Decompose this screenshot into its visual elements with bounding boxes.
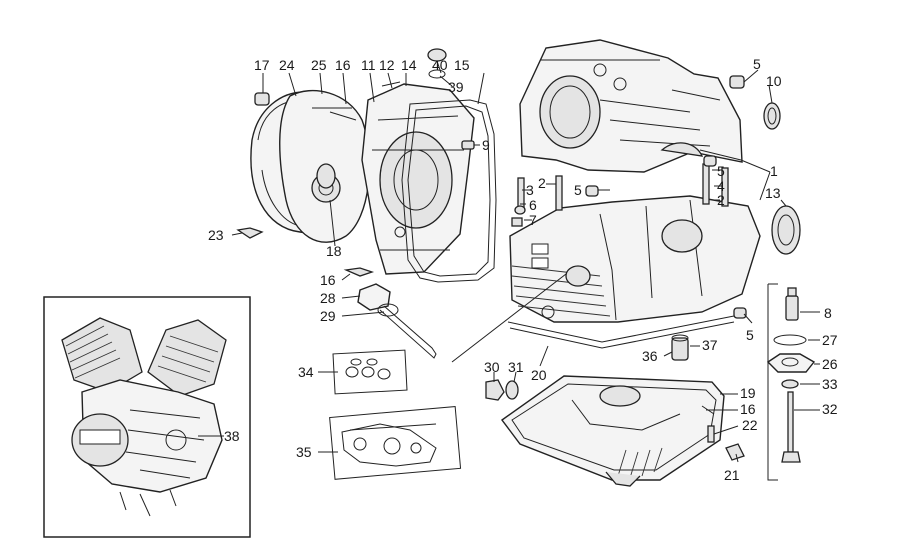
callout-8: 8 bbox=[824, 305, 832, 321]
callout-11: 11 bbox=[361, 57, 376, 73]
callout-15: 15 bbox=[454, 57, 470, 73]
callout-24: 24 bbox=[279, 57, 295, 73]
callout-4: 4 bbox=[717, 178, 725, 194]
callout-1: 1 bbox=[770, 163, 778, 179]
callout-5-top: 5 bbox=[753, 56, 761, 72]
callout-27: 27 bbox=[822, 332, 838, 348]
oil-filter-group: 8 27 26 33 32 bbox=[766, 283, 838, 481]
callout-10: 10 bbox=[766, 73, 782, 89]
callout-12: 12 bbox=[379, 57, 395, 73]
oil-filler-group: 16 28 29 bbox=[320, 267, 567, 363]
callout-5-right: 5 bbox=[717, 163, 725, 179]
callout-2-left: 2 bbox=[538, 175, 546, 191]
callout-36: 36 bbox=[642, 348, 658, 364]
callout-5-low: 5 bbox=[746, 327, 754, 343]
callout-32: 32 bbox=[822, 401, 838, 417]
callout-39: 39 bbox=[448, 79, 464, 95]
callout-18: 18 bbox=[326, 243, 342, 259]
callout-16-top: 16 bbox=[335, 57, 351, 73]
oil-sump: 30 31 20 19 16 22 21 37 36 bbox=[484, 334, 758, 487]
callout-2-right: 2 bbox=[717, 192, 725, 208]
callout-14: 14 bbox=[401, 57, 417, 73]
front-covers-group: 17 24 25 16 11 12 14 40 15 39 9 23 18 bbox=[208, 48, 497, 283]
callout-38: 38 bbox=[224, 428, 240, 444]
callout-13: 13 bbox=[765, 185, 781, 201]
callout-16-low: 16 bbox=[740, 401, 756, 417]
callout-37: 37 bbox=[702, 337, 718, 353]
gasket-kits: 34 35 bbox=[296, 349, 462, 480]
callout-31: 31 bbox=[508, 359, 524, 375]
callout-16-mid: 16 bbox=[320, 272, 336, 288]
callout-35: 35 bbox=[296, 444, 312, 460]
upper-crankcase: 5 10 1 5 4 2 13 5 2 3 6 7 5 bbox=[507, 39, 801, 349]
callout-6: 6 bbox=[529, 197, 537, 213]
callout-23: 23 bbox=[208, 227, 224, 243]
callout-17: 17 bbox=[254, 57, 270, 73]
callout-40: 40 bbox=[432, 57, 448, 73]
callout-21: 21 bbox=[724, 467, 740, 483]
callout-19: 19 bbox=[740, 385, 756, 401]
callout-30: 30 bbox=[484, 359, 500, 375]
callout-26: 26 bbox=[822, 356, 838, 372]
callout-5-mid: 5 bbox=[574, 182, 582, 198]
callout-9: 9 bbox=[482, 137, 490, 153]
callout-29: 29 bbox=[320, 308, 336, 324]
engine-overview-inset: 38 bbox=[43, 296, 251, 538]
callout-20: 20 bbox=[531, 367, 547, 383]
callout-34: 34 bbox=[298, 364, 314, 380]
callout-25: 25 bbox=[311, 57, 327, 73]
callout-7: 7 bbox=[529, 212, 537, 228]
callout-3: 3 bbox=[526, 182, 534, 198]
callout-22: 22 bbox=[742, 417, 758, 433]
callout-28: 28 bbox=[320, 290, 336, 306]
callout-33: 33 bbox=[822, 376, 838, 392]
